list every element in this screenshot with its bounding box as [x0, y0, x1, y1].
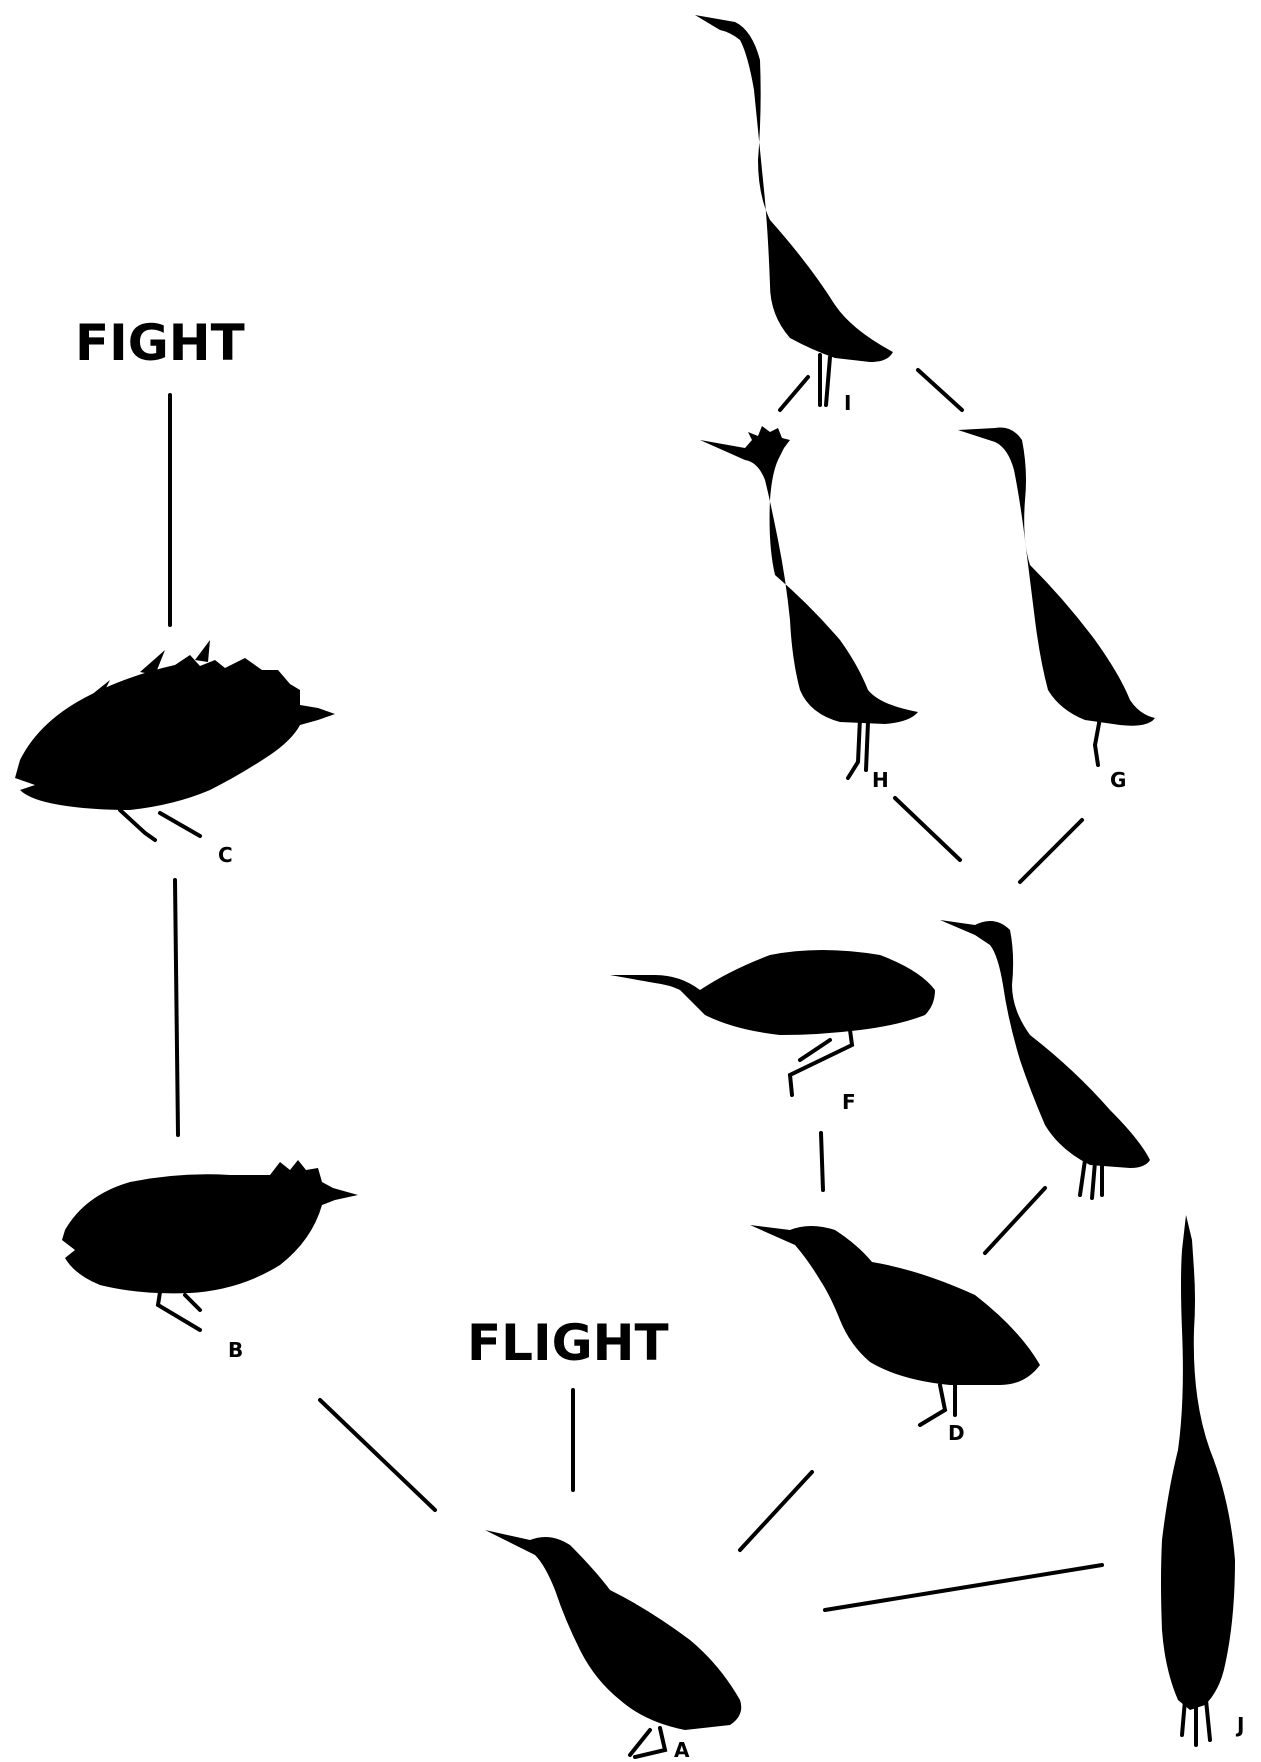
heading-flight: FLIGHT	[467, 1318, 669, 1368]
bird-silhouette-e	[940, 920, 1150, 1198]
label-j: J	[1237, 1715, 1244, 1735]
connector-b-a	[320, 1400, 435, 1510]
bird-silhouette-i	[695, 15, 893, 405]
bird-silhouette-g	[958, 428, 1155, 766]
bird-silhouette-a	[485, 1530, 741, 1757]
bird-silhouette-h	[700, 426, 918, 778]
connector-i-h	[780, 377, 808, 410]
label-f: F	[842, 1092, 856, 1112]
heading-fight: FIGHT	[75, 318, 245, 368]
connector-d-f	[821, 1133, 823, 1190]
bird-silhouette-d	[750, 1225, 1040, 1425]
bird-silhouette-f	[610, 950, 935, 1095]
label-b: B	[228, 1340, 243, 1360]
label-d: D	[948, 1423, 965, 1443]
bird-silhouette-c	[15, 640, 335, 840]
label-g: G	[1110, 770, 1126, 790]
connector-a-d	[740, 1472, 812, 1550]
connector-c-b	[175, 880, 178, 1135]
label-a: A	[674, 1740, 689, 1760]
connector-i-g	[918, 370, 962, 410]
connector-e-g	[1020, 820, 1082, 882]
connector-a-j	[825, 1565, 1102, 1610]
bird-silhouette-b	[62, 1160, 358, 1330]
label-i: I	[844, 393, 851, 413]
bird-silhouette-j	[1161, 1215, 1235, 1745]
connector-e-h	[895, 798, 960, 860]
label-c: C	[218, 845, 233, 865]
label-h: H	[872, 770, 889, 790]
connector-d-e	[985, 1188, 1045, 1253]
label-e: E	[1102, 1148, 1116, 1168]
